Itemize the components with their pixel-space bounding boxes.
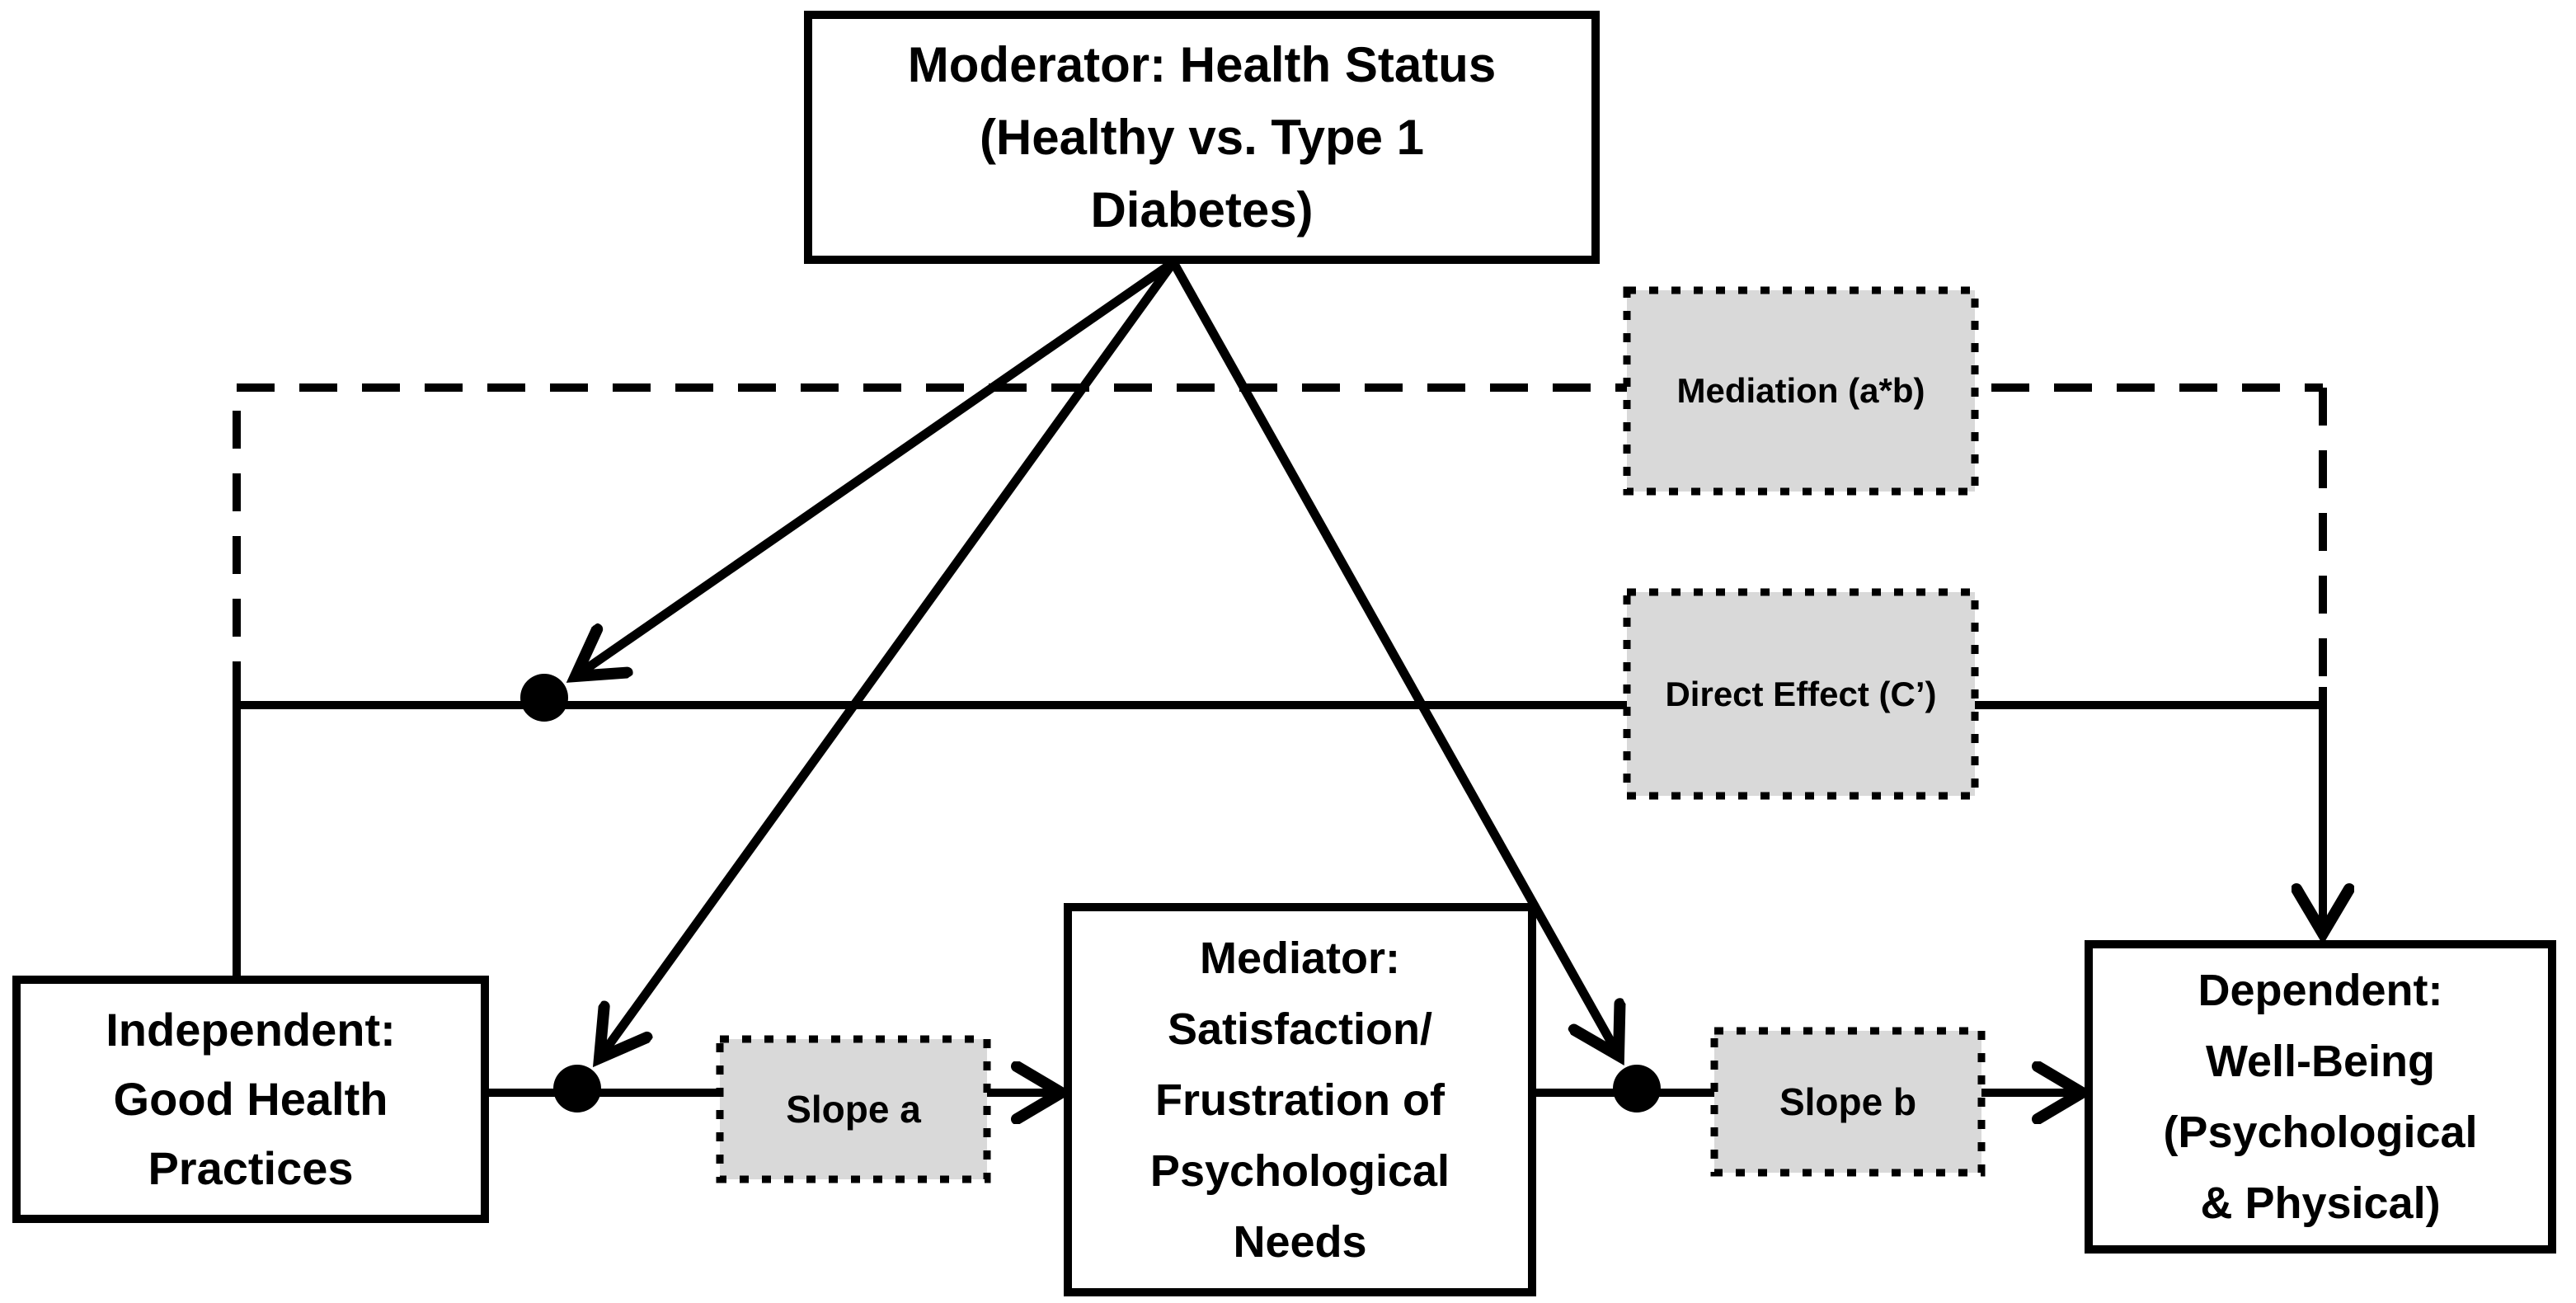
mediator-box-outline (1064, 903, 1536, 1296)
moderator-line-1: Moderator: Health Status (907, 36, 1497, 92)
moderation-arrow-to-direct-path (576, 258, 1177, 676)
independent-box-outline (12, 976, 489, 1223)
junction-dot-a-path (553, 1065, 601, 1112)
dependent-line-4: & Physical) (2200, 1178, 2441, 1228)
independent-line-2: Good Health (113, 1073, 388, 1125)
mediator-box: Mediator: Satisfaction/ Frustration of P… (1068, 907, 1532, 1292)
slope-a-label-box-outline (716, 1035, 991, 1183)
slope-a-label-box: Slope a (720, 1039, 987, 1179)
junction-dot-direct-path (520, 674, 568, 722)
dependent-box: Dependent: Well-Being (Psychological & P… (2089, 944, 2552, 1249)
slope-b-label-box: Slope b (1714, 1031, 1981, 1173)
independent-line-1: Independent: (106, 1004, 396, 1056)
mediator-line-4: Psychological (1149, 1145, 1450, 1196)
mediator-line-1: Mediator: (1200, 933, 1400, 983)
moderator-line-2: (Healthy vs. Type 1 (979, 109, 1425, 165)
independent-line-3: Practices (148, 1142, 354, 1194)
mediation-label: Mediation (a*b) (1676, 371, 1925, 410)
mediator-line-2: Satisfaction/ (1167, 1004, 1433, 1054)
dependent-line-2: Well-Being (2205, 1037, 2435, 1086)
moderator-line-3: Diabetes) (1090, 181, 1314, 238)
moderator-box-outline (804, 11, 1600, 264)
mediator-line-3: Frustration of (1155, 1075, 1445, 1125)
mediation-label-box-outline (1623, 286, 1979, 496)
direct-effect-label-box-outline (1623, 588, 1979, 800)
slope-a-label: Slope a (786, 1088, 921, 1131)
independent-box: Independent: Good Health Practices (16, 980, 485, 1219)
moderator-box: Moderator: Health Status (Healthy vs. Ty… (808, 15, 1596, 260)
mediation-label-box: Mediation (a*b) (1627, 290, 1975, 492)
dependent-box-outline (2085, 940, 2556, 1254)
moderation-arrow-to-b-path (1169, 260, 1619, 1056)
direct-effect-label: Direct Effect (C’) (1665, 674, 1937, 713)
slope-b-label: Slope b (1779, 1080, 1917, 1123)
dependent-line-3: (Psychological (2163, 1108, 2478, 1157)
moderation-arrow-to-a-path (599, 259, 1178, 1058)
dependent-line-1: Dependent: (2198, 966, 2443, 1015)
mediator-line-5: Needs (1233, 1216, 1367, 1267)
direct-effect-label-box: Direct Effect (C’) (1627, 592, 1975, 796)
slope-b-label-box-outline (1710, 1027, 1986, 1177)
junction-dot-b-path (1613, 1065, 1661, 1112)
